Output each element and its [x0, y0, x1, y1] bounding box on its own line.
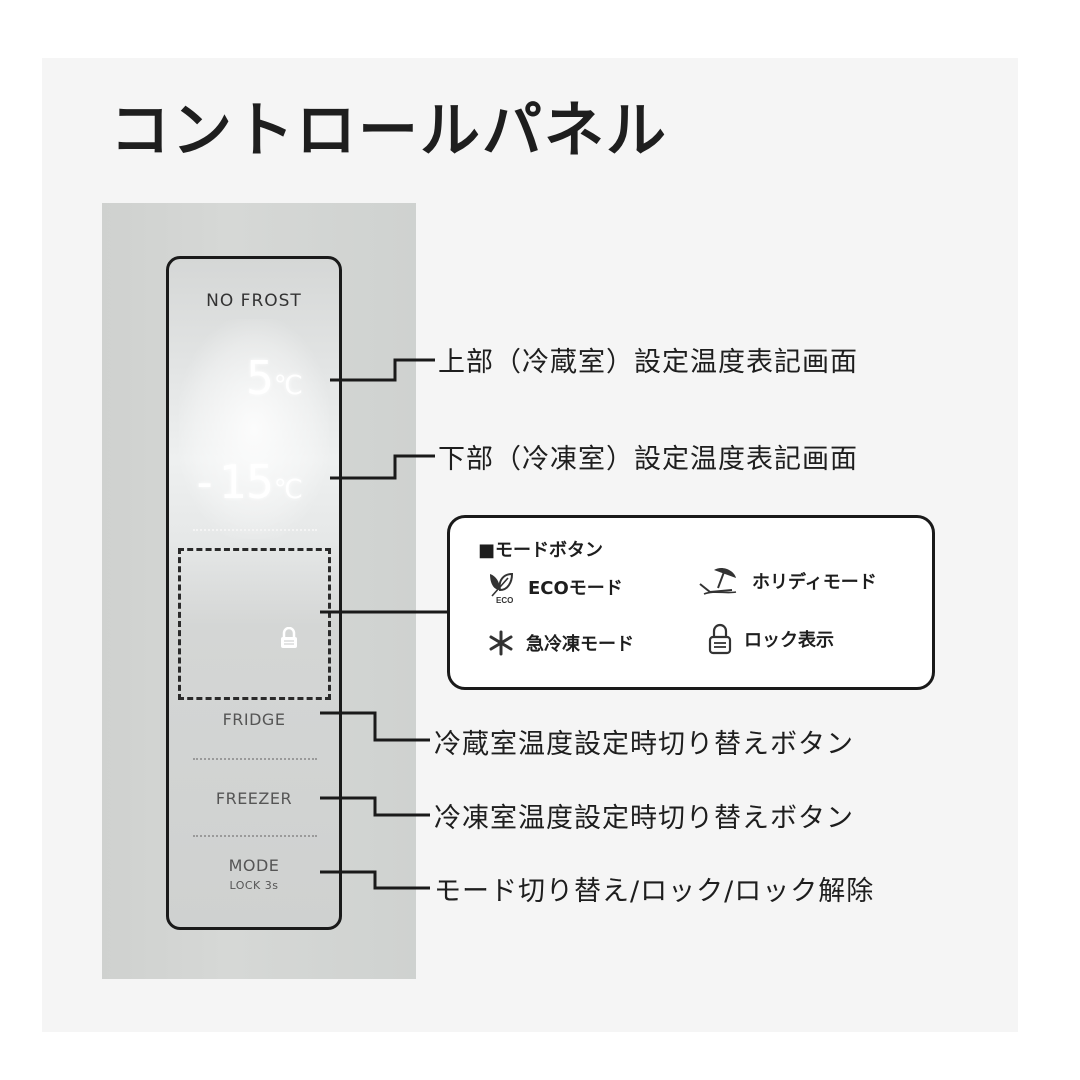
button-divider	[193, 758, 317, 760]
freezer-temp-unit: ℃	[273, 475, 303, 505]
lock-icon	[708, 623, 732, 655]
fridge-temp-unit: ℃	[273, 371, 303, 401]
callout-lower-display: 下部（冷凍室）設定温度表記画面	[438, 444, 858, 475]
legend-item-quick-freeze: 急冷凍モード	[488, 630, 634, 656]
button-divider	[193, 835, 317, 837]
callout-fridge-button: 冷蔵室温度設定時切り替えボタン	[434, 729, 854, 760]
callout-mode-button: モード切り替え/ロック/ロック解除	[434, 876, 875, 907]
display-divider	[193, 529, 317, 531]
svg-text:ECO: ECO	[496, 596, 513, 604]
page-title: コントロールパネル	[110, 96, 668, 166]
mode-lock-hint: LOCK 3s	[229, 879, 279, 892]
mode-legend-box: ■モードボタン ECO ECOモード ホリディモード 急冷凍モード	[447, 515, 935, 690]
callout-upper-display: 上部（冷蔵室）設定温度表記画面	[438, 347, 858, 378]
legend-label-eco: ECOモード	[528, 578, 623, 599]
legend-item-holiday: ホリディモード	[698, 566, 877, 596]
mode-icon-area	[178, 548, 331, 700]
legend-label-quick-freeze: 急冷凍モード	[526, 634, 634, 655]
no-frost-label: NO FROST	[206, 291, 302, 311]
freezer-button[interactable]: FREEZER	[215, 789, 293, 808]
legend-label-lock: ロック表示	[744, 630, 834, 651]
holiday-umbrella-icon	[699, 567, 737, 595]
snowflake-icon	[489, 630, 513, 656]
legend-item-lock: ロック表示	[708, 623, 834, 655]
fridge-temp-display: 5℃	[246, 351, 303, 405]
legend-item-eco: ECO ECOモード	[486, 570, 623, 604]
control-panel: NO FROST 5℃ -15℃ FRIDGE FREEZER MODE LOC…	[166, 256, 342, 930]
eco-leaf-icon: ECO	[490, 572, 513, 604]
legend-label-holiday: ホリディモード	[752, 572, 877, 593]
callout-freezer-button: 冷凍室温度設定時切り替えボタン	[434, 803, 854, 834]
mode-button[interactable]: MODE	[228, 856, 280, 875]
freezer-temp-value: -15	[190, 455, 274, 509]
lock-indicator-icon	[281, 627, 297, 648]
mode-legend-title: ■モードボタン	[478, 540, 604, 561]
fridge-button[interactable]: FRIDGE	[222, 710, 286, 729]
display-glow	[179, 319, 329, 539]
fridge-temp-value: 5	[246, 351, 274, 405]
freezer-temp-display: -15℃	[191, 455, 303, 509]
